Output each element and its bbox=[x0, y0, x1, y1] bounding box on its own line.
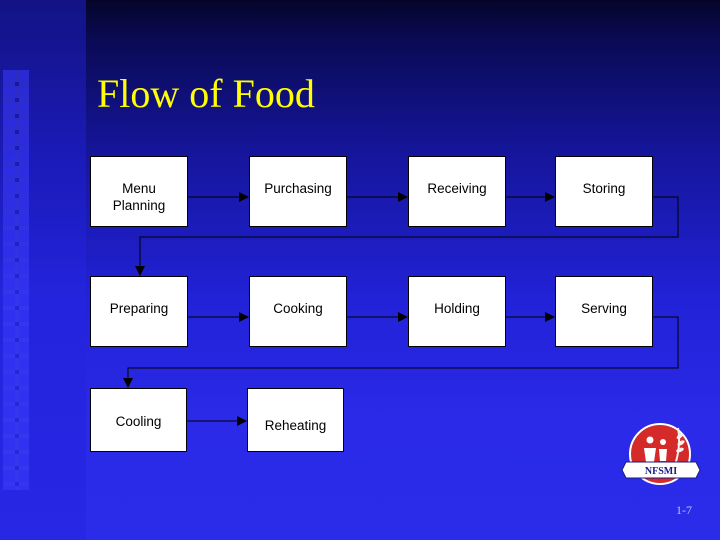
step-label: Menu Planning bbox=[112, 181, 166, 213]
decorative-squares bbox=[3, 70, 29, 490]
step-label: Cooking bbox=[273, 301, 323, 316]
step-label: Storing bbox=[582, 181, 626, 196]
step-reheating: Reheating bbox=[247, 388, 344, 452]
step-serving: Serving bbox=[555, 276, 653, 347]
left-decorative-band bbox=[0, 0, 86, 540]
step-holding: Holding bbox=[408, 276, 506, 347]
step-storing: Storing bbox=[555, 156, 653, 227]
arrow-serving-to-cooling bbox=[123, 316, 679, 388]
step-label: Preparing bbox=[109, 301, 169, 316]
nfsmi-logo: NFSMI bbox=[621, 423, 701, 485]
page-number: 1-7 bbox=[676, 503, 692, 517]
step-label: Purchasing bbox=[264, 181, 332, 196]
step-receiving: Receiving bbox=[408, 156, 506, 227]
left-band-shading bbox=[0, 0, 86, 300]
step-cooking: Cooking bbox=[249, 276, 347, 347]
logo-text: NFSMI bbox=[645, 466, 677, 477]
step-menu-planning: Menu Planning bbox=[90, 156, 188, 227]
step-label: Reheating bbox=[264, 418, 327, 433]
step-label: Cooling bbox=[115, 414, 162, 429]
step-purchasing: Purchasing bbox=[249, 156, 347, 227]
slide-title: Flow of Food bbox=[97, 71, 315, 116]
step-preparing: Preparing bbox=[90, 276, 188, 347]
step-cooling: Cooling bbox=[90, 388, 187, 452]
step-label: Receiving bbox=[427, 181, 487, 196]
step-label: Serving bbox=[581, 301, 627, 316]
arrow-storing-to-preparing bbox=[135, 196, 679, 276]
step-label: Holding bbox=[434, 301, 480, 316]
